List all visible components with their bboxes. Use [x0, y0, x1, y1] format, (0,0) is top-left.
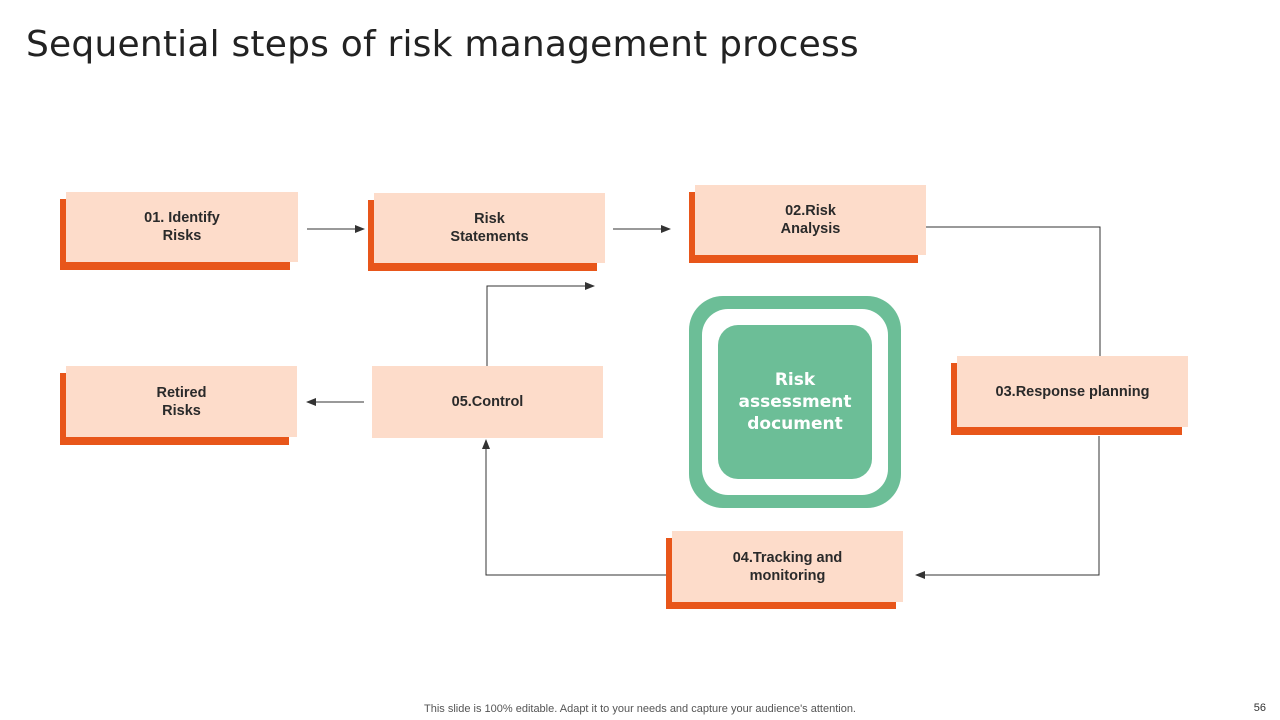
step-label: 02.Risk Analysis [780, 203, 841, 237]
center-ring: Risk assessment document [702, 309, 888, 495]
line-analysis-to-response [926, 226, 1101, 357]
page-number: 56 [1253, 702, 1266, 714]
step-box: 03.Response planning [957, 356, 1188, 427]
risk-assessment-document[interactable]: Risk assessment document [689, 296, 901, 508]
step-box: 05.Control [372, 366, 603, 438]
step-tracking-monitoring[interactable]: 04.Tracking and monitoring [666, 531, 903, 609]
step-box: Risk Statements [374, 193, 605, 263]
step-identify-risks[interactable]: 01. Identify Risks [60, 192, 298, 270]
center-label: Risk assessment document [738, 370, 852, 434]
step-box: 01. Identify Risks [66, 192, 298, 262]
center-core: Risk assessment document [718, 325, 872, 479]
step-box: 02.Risk Analysis [695, 185, 926, 255]
footer-note: This slide is 100% editable. Adapt it to… [424, 703, 856, 715]
step-risk-statements[interactable]: Risk Statements [368, 193, 605, 271]
step-box: Retired Risks [66, 366, 297, 437]
step-control[interactable]: 05.Control [372, 366, 603, 438]
step-box: 04.Tracking and monitoring [672, 531, 903, 602]
step-label: Risk Statements [450, 211, 529, 245]
step-label: 04.Tracking and monitoring [732, 549, 843, 584]
step-retired-risks[interactable]: Retired Risks [60, 366, 297, 445]
arrow-control-to-statements [486, 282, 595, 366]
step-response-planning[interactable]: 03.Response planning [951, 356, 1188, 435]
step-label: 01. Identify Risks [144, 210, 220, 244]
step-label: 05.Control [451, 394, 524, 410]
step-label: Retired Risks [156, 384, 207, 419]
arrow-response-to-tracking [915, 436, 1100, 579]
slide-title: Sequential steps of risk management proc… [26, 24, 859, 65]
step-risk-analysis[interactable]: 02.Risk Analysis [689, 185, 926, 263]
step-label: 03.Response planning [995, 383, 1150, 400]
arrow-tracking-to-control [482, 439, 667, 576]
